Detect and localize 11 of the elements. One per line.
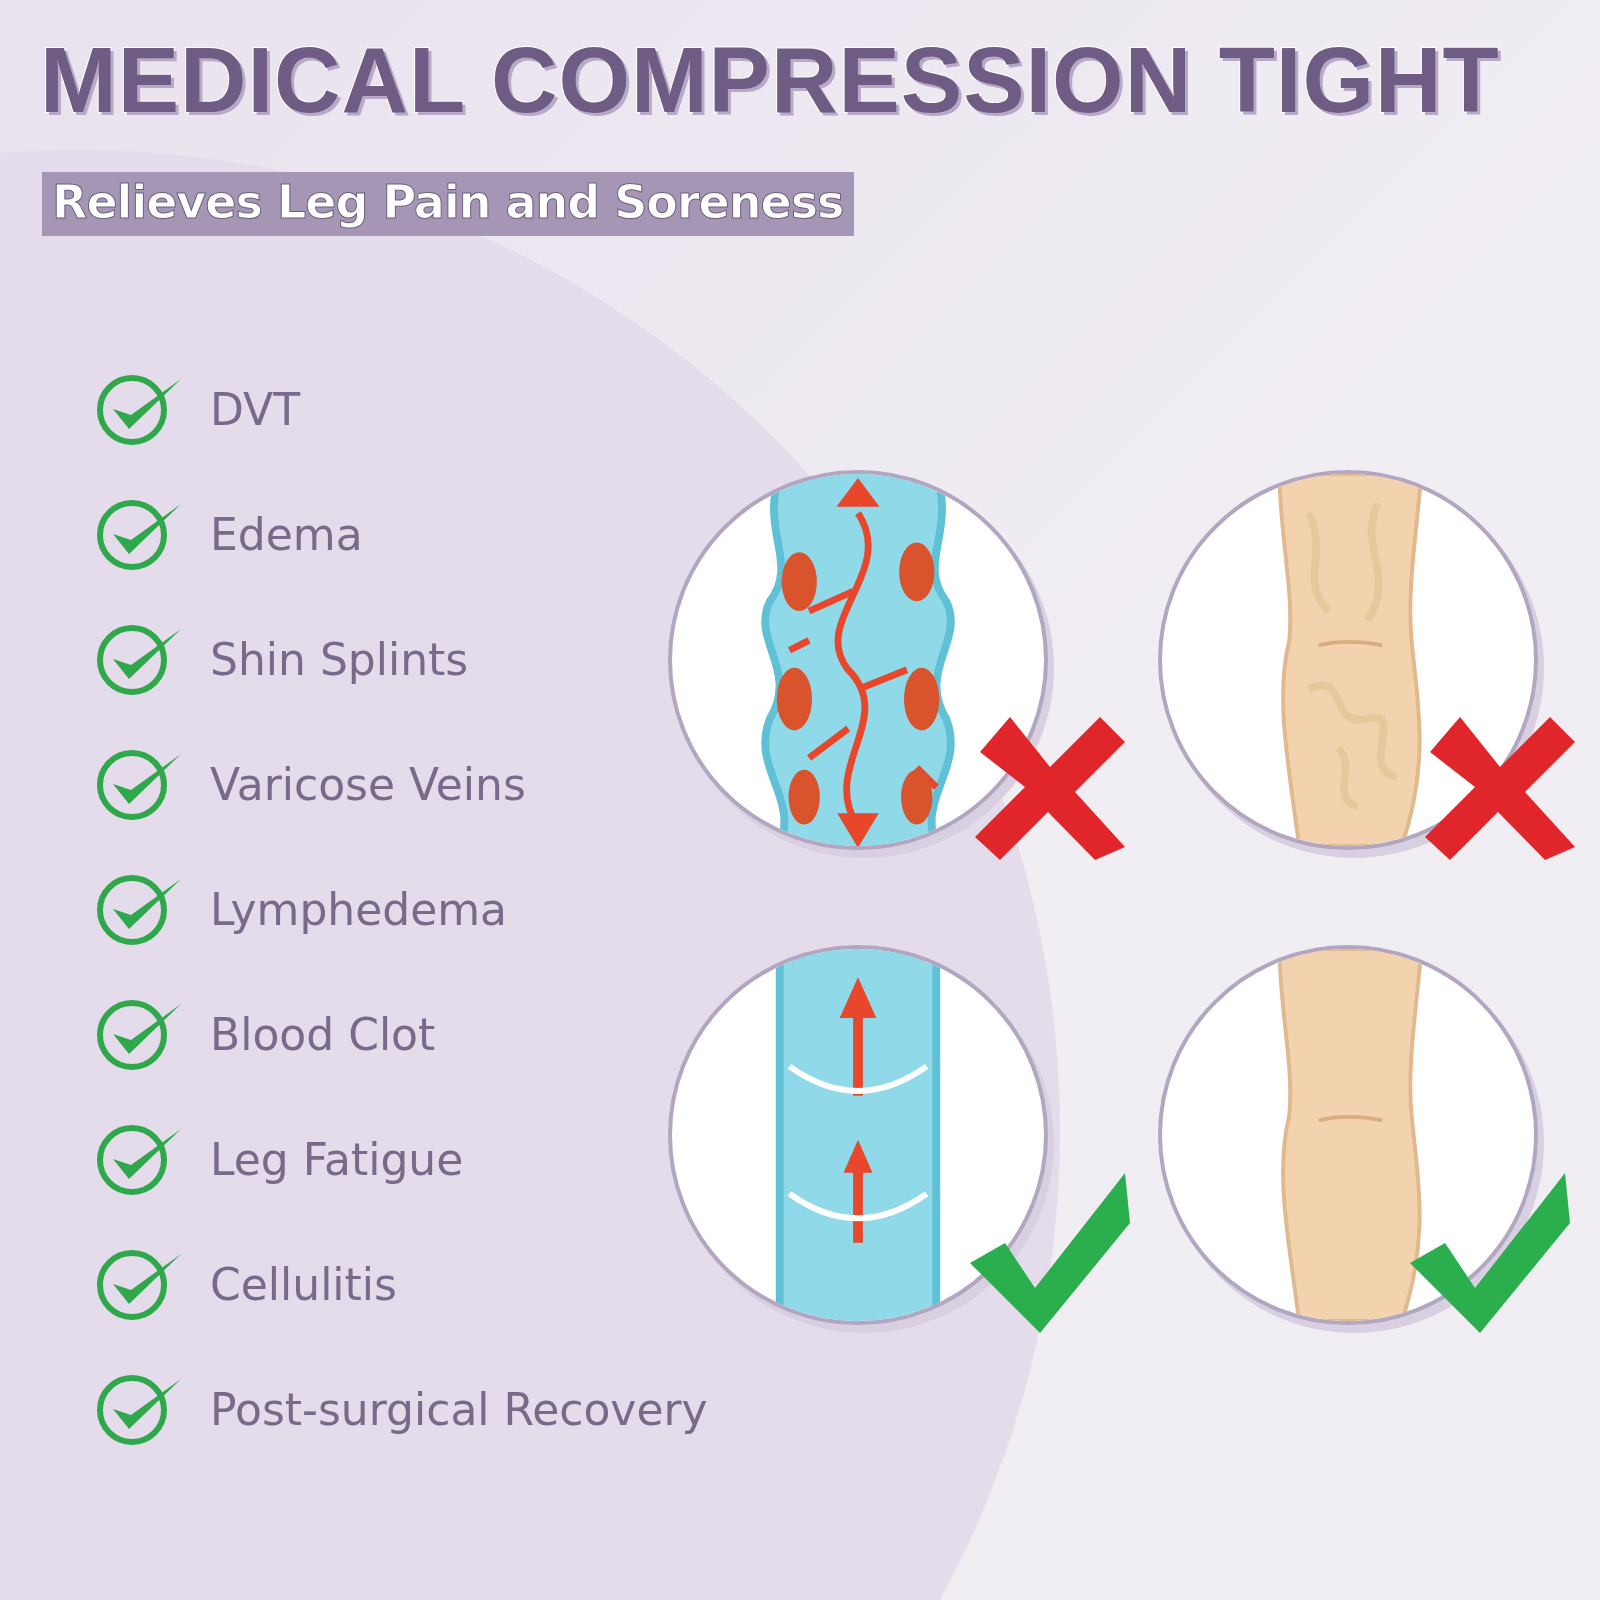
condition-text: Lymphedema	[210, 883, 508, 937]
condition-text: DVT	[210, 383, 301, 437]
condition-text: Post-surgical Recovery	[210, 1383, 708, 1437]
condition-text: Blood Clot	[210, 1008, 436, 1062]
title: MEDICAL COMPRESSION TIGHT	[40, 28, 1500, 133]
condition-text: Varicose Veins	[210, 758, 526, 812]
condition-text: Shin Splints	[210, 633, 469, 687]
condition-text: Leg Fatigue	[210, 1133, 464, 1187]
condition-text: Cellulitis	[210, 1258, 397, 1312]
subtitle-banner: Relieves Leg Pain and Soreness	[42, 172, 854, 236]
condition-text: Edema	[210, 508, 363, 562]
